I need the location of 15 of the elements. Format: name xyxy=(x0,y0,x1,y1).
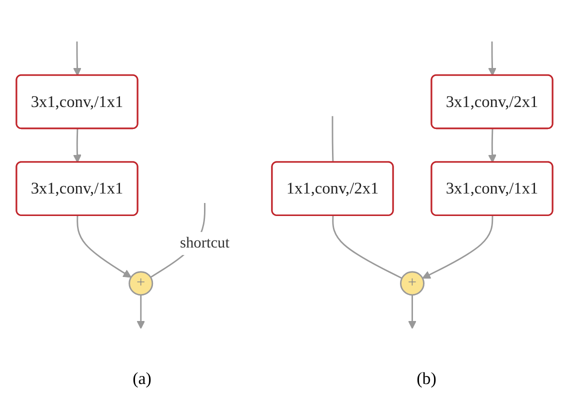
arrow xyxy=(408,294,416,328)
arrow xyxy=(136,294,146,328)
arrow xyxy=(488,128,496,162)
arrow xyxy=(73,40,82,76)
panel-label: (a) xyxy=(132,369,152,390)
arrow xyxy=(422,215,494,278)
edge-label: shortcut xyxy=(180,234,230,251)
panel-label: (b) xyxy=(416,369,436,390)
arrow xyxy=(488,40,496,76)
connector xyxy=(332,215,402,278)
arrow xyxy=(76,215,132,278)
node-circle: + xyxy=(400,270,424,296)
node-circle: + xyxy=(128,270,154,296)
connector xyxy=(332,116,334,162)
arrow xyxy=(73,128,82,162)
